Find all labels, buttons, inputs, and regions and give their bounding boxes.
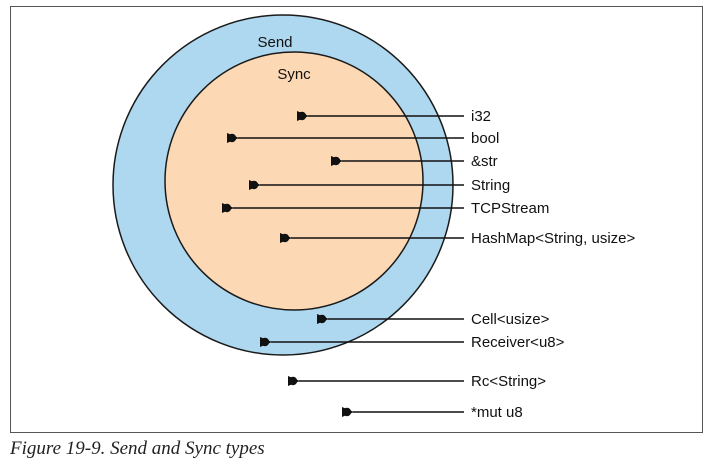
- type-dot: [280, 233, 290, 243]
- figure-caption: Figure 19-9. Send and Sync types: [10, 438, 265, 459]
- type-label: HashMap<String, usize>: [471, 230, 635, 247]
- type-dot: [260, 337, 270, 347]
- send-set-label: Send: [257, 34, 292, 51]
- type-dot: [249, 180, 259, 190]
- type-items: i32 bool&strStringTCPStreamHashMap<String…: [222, 108, 635, 421]
- type-item-string: String: [249, 177, 510, 194]
- type-label: Cell<usize>: [471, 311, 550, 328]
- type-dot: [288, 376, 298, 386]
- type-item-str-ref: &str: [331, 153, 498, 170]
- type-dot: [317, 314, 327, 324]
- type-item-bool: bool: [227, 130, 499, 147]
- type-item-hashmap: HashMap<String, usize>: [280, 230, 635, 247]
- type-dot: [227, 133, 237, 143]
- type-dot: [222, 203, 232, 213]
- type-item-i32: i32: [297, 108, 491, 125]
- type-item-cell: Cell<usize>: [317, 311, 550, 328]
- type-dot: [297, 111, 307, 121]
- type-item-receiver: Receiver<u8>: [260, 334, 565, 351]
- type-label: TCPStream: [471, 200, 549, 217]
- figure-border: [10, 6, 703, 433]
- sync-set-label: Sync: [277, 66, 311, 83]
- type-label: Receiver<u8>: [471, 334, 565, 351]
- type-label: i32: [471, 108, 491, 125]
- type-item-tcpstream: TCPStream: [222, 200, 549, 217]
- type-label: bool: [471, 130, 499, 147]
- type-label: *mut u8: [471, 404, 523, 421]
- type-label: &str: [471, 153, 498, 170]
- type-item-rc: Rc<String>: [288, 373, 546, 390]
- type-dot: [331, 156, 341, 166]
- sync-set-circle: [164, 51, 424, 311]
- type-item-mut-ptr: *mut u8: [342, 404, 523, 421]
- type-label: Rc<String>: [471, 373, 546, 390]
- type-dot: [342, 407, 352, 417]
- type-label: String: [471, 177, 510, 194]
